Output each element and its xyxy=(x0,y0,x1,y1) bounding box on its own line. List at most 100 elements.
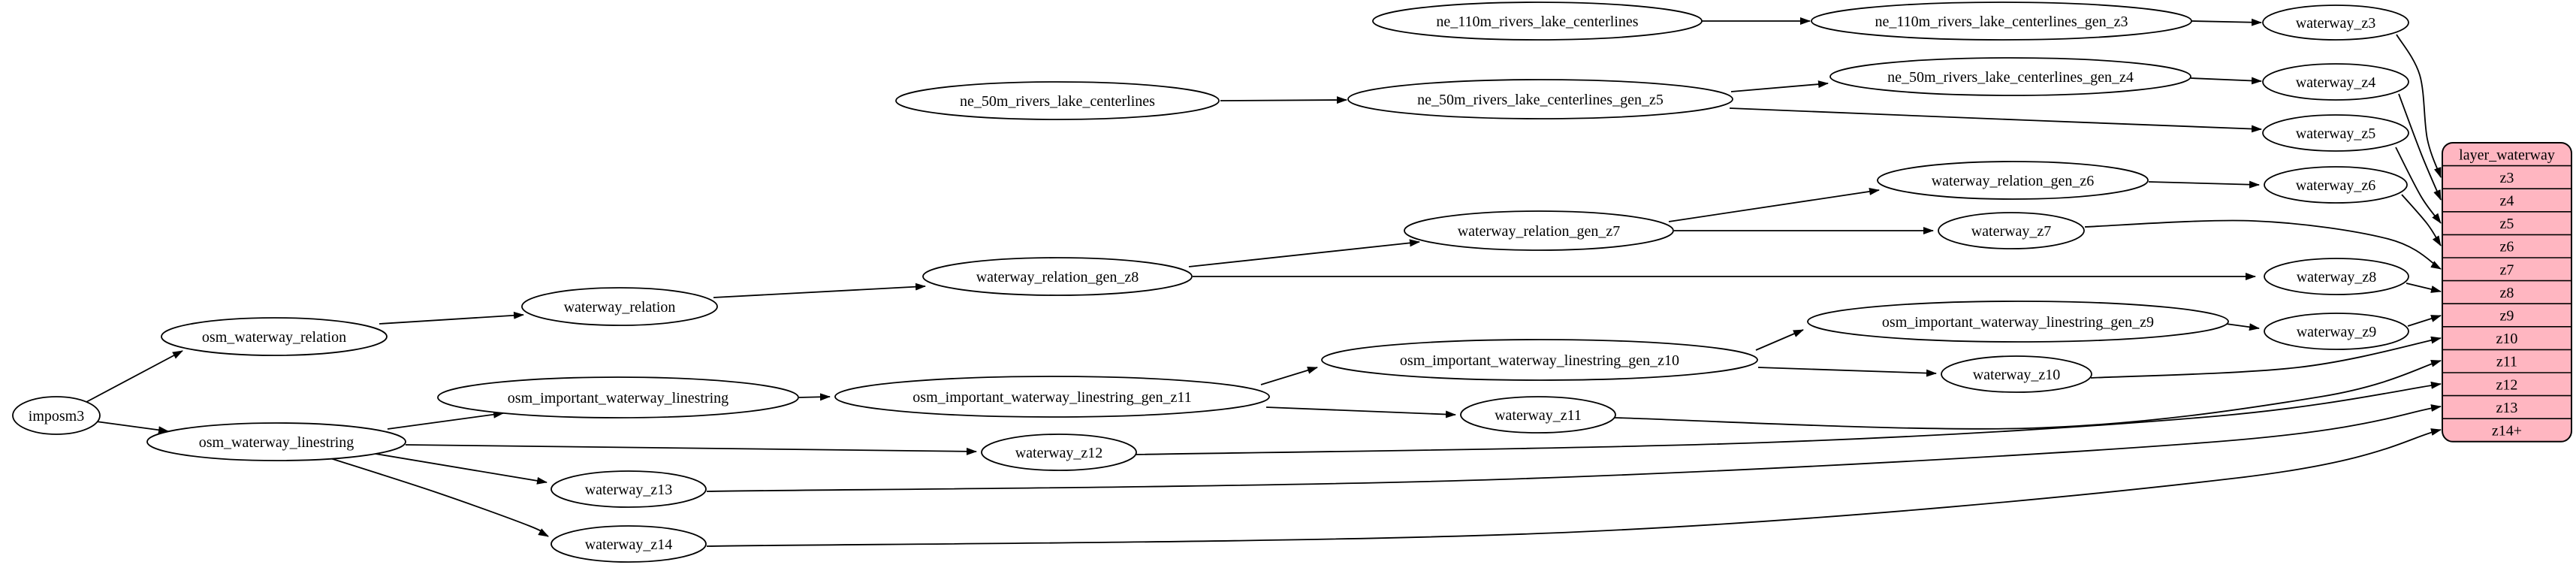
node-ellipse xyxy=(1829,57,2191,96)
node-waterway_z14: waterway_z14 xyxy=(550,525,707,563)
table-row-z11: z11 xyxy=(2496,354,2517,370)
node-label: waterway_relation_gen_z6 xyxy=(1932,173,2095,189)
node-ellipse xyxy=(2264,166,2408,204)
node-imposm3: imposm3 xyxy=(12,396,101,435)
node-waterway_relation_gen_z8: waterway_relation_gen_z8 xyxy=(922,257,1193,296)
node-ellipse xyxy=(1372,2,1703,41)
node-ellipse xyxy=(2262,114,2409,152)
node-ellipse xyxy=(1347,79,1733,119)
node-ellipse xyxy=(550,525,707,563)
table-row-z6: z6 xyxy=(2500,239,2514,255)
table-row-z8: z8 xyxy=(2500,285,2514,301)
node-osm_important_waterway_linestring_gen_z11: osm_important_waterway_linestring_gen_z1… xyxy=(834,376,1270,418)
node-ne_110m_rivers_lake_centerlines: ne_110m_rivers_lake_centerlines xyxy=(1372,2,1703,41)
node-waterway_z7: waterway_z7 xyxy=(1938,212,2085,249)
table-row-z3: z3 xyxy=(2500,170,2514,186)
node-ellipse xyxy=(1460,396,1616,434)
node-ne_50m_rivers_lake_centerlines: ne_50m_rivers_lake_centerlines xyxy=(895,81,1220,120)
node-label: osm_important_waterway_linestring xyxy=(508,390,728,406)
edge-imposm3-to-osm_waterway_linestring xyxy=(95,421,169,434)
table-row-z14+: z14+ xyxy=(2492,423,2522,440)
node-ellipse xyxy=(550,470,707,508)
edge-waterway_z8-to-layer_waterway.z8 xyxy=(2406,282,2442,293)
edge-waterway_z4-to-layer_waterway.z4 xyxy=(2398,93,2442,201)
edge-waterway_z7-to-layer_waterway.z7 xyxy=(2084,219,2442,270)
node-ellipse xyxy=(2264,258,2409,295)
edge-imposm3-to-osm_waterway_relation xyxy=(86,350,183,403)
node-label: ne_50m_rivers_lake_centerlines_gen_z4 xyxy=(1887,69,2134,86)
node-label: waterway_z9 xyxy=(2297,324,2377,340)
node-label: ne_50m_rivers_lake_centerlines xyxy=(960,93,1155,110)
node-label: osm_important_waterway_linestring_gen_z1… xyxy=(912,389,1191,406)
edge-ne_50m_rivers_lake_centerlines-to-ne_50m_rivers_lake_centerlines_gen_z5 xyxy=(1220,96,1347,104)
node-osm_important_waterway_linestring_gen_z9: osm_important_waterway_linestring_gen_z9 xyxy=(1807,301,2229,343)
table-row-z4: z4 xyxy=(2500,193,2514,210)
edge-osm_important_waterway_linestring_gen_z10-to-waterway_z10 xyxy=(1757,367,1937,377)
node-ellipse xyxy=(981,434,1137,471)
node-label: waterway_z8 xyxy=(2297,269,2377,286)
node-label: waterway_z6 xyxy=(2296,177,2376,194)
node-ellipse xyxy=(12,396,101,435)
edge-waterway_relation_gen_z7-to-waterway_relation_gen_z6 xyxy=(1668,187,1880,222)
edge-ne_50m_rivers_lake_centerlines_gen_z5-to-waterway_z5 xyxy=(1729,107,2262,133)
node-label: waterway_relation_gen_z7 xyxy=(1458,223,1621,240)
node-waterway_relation_gen_z7: waterway_relation_gen_z7 xyxy=(1404,210,1674,251)
node-label: imposm3 xyxy=(29,408,84,425)
edge-waterway_z11-to-layer_waterway.z11 xyxy=(1614,359,2442,430)
table-row-z13: z13 xyxy=(2496,400,2518,416)
node-ne_50m_rivers_lake_centerlines_gen_z4: ne_50m_rivers_lake_centerlines_gen_z4 xyxy=(1829,57,2191,96)
node-label: waterway_z13 xyxy=(585,482,673,498)
node-osm_waterway_linestring: osm_waterway_linestring xyxy=(146,422,406,461)
node-label: waterway_z3 xyxy=(2296,15,2376,32)
node-label: ne_50m_rivers_lake_centerlines_gen_z5 xyxy=(1417,92,1664,108)
edge-osm_important_waterway_linestring_gen_z9-to-waterway_z9 xyxy=(2225,323,2260,331)
node-label: waterway_z14 xyxy=(585,536,673,553)
node-waterway_z9: waterway_z9 xyxy=(2264,313,2409,350)
node-ellipse xyxy=(2262,5,2409,41)
edge-osm_waterway_linestring-to-waterway_z14 xyxy=(330,458,549,537)
node-waterway_z6: waterway_z6 xyxy=(2264,166,2408,204)
node-waterway_z3: waterway_z3 xyxy=(2262,5,2409,41)
edge-waterway_z14-to-layer_waterway.z14+ xyxy=(706,428,2442,547)
node-ellipse xyxy=(2264,313,2409,350)
node-osm_important_waterway_linestring_gen_z10: osm_important_waterway_linestring_gen_z1… xyxy=(1321,339,1758,381)
node-ellipse xyxy=(922,257,1193,296)
node-osm_waterway_relation: osm_waterway_relation xyxy=(161,317,388,356)
node-ellipse xyxy=(1807,301,2229,343)
node-label: ne_110m_rivers_lake_centerlines_gen_z3 xyxy=(1875,14,2128,30)
node-label: waterway_z5 xyxy=(2296,125,2376,142)
node-ellipse xyxy=(1938,212,2085,249)
node-label: osm_important_waterway_linestring_gen_z9 xyxy=(1882,314,2154,331)
node-ellipse xyxy=(895,81,1220,120)
table-row-z12: z12 xyxy=(2496,376,2518,393)
node-ellipse xyxy=(1811,2,2192,41)
node-ne_50m_rivers_lake_centerlines_gen_z5: ne_50m_rivers_lake_centerlines_gen_z5 xyxy=(1347,79,1733,119)
node-ellipse xyxy=(437,376,799,418)
table-row-z9: z9 xyxy=(2500,308,2514,325)
edge-osm_waterway_linestring-to-osm_important_waterway_linestring xyxy=(387,410,504,430)
edge-osm_important_waterway_linestring_gen_z11-to-osm_important_waterway_linestring_gen_z10 xyxy=(1260,367,1318,385)
edge-waterway_z5-to-layer_waterway.z5 xyxy=(2395,147,2442,224)
node-waterway_z8: waterway_z8 xyxy=(2264,258,2409,295)
node-osm_important_waterway_linestring: osm_important_waterway_linestring xyxy=(437,376,799,418)
table-title: layer_waterway xyxy=(2459,147,2555,163)
node-ellipse xyxy=(161,317,388,356)
node-ellipse xyxy=(2262,63,2409,101)
node-waterway_relation_gen_z6: waterway_relation_gen_z6 xyxy=(1877,161,2149,200)
edge-waterway_z10-to-layer_waterway.z10 xyxy=(2090,336,2442,379)
node-label: waterway_relation xyxy=(564,299,676,316)
edge-waterway_z13-to-layer_waterway.z13 xyxy=(706,404,2442,492)
edge-waterway_relation-to-waterway_relation_gen_z8 xyxy=(713,282,926,298)
node-label: osm_waterway_linestring xyxy=(199,434,354,451)
node-waterway_z10: waterway_z10 xyxy=(1941,355,2092,393)
table-layer-waterway: layer_waterwayz3z4z5z6z7z8z9z10z11z12z13… xyxy=(2442,142,2572,443)
node-label: osm_important_waterway_linestring_gen_z1… xyxy=(1400,352,1679,369)
node-ellipse xyxy=(521,287,718,326)
edge-ne_50m_rivers_lake_centerlines_gen_z4-to-waterway_z4 xyxy=(2190,77,2262,85)
node-label: waterway_z4 xyxy=(2296,74,2376,91)
node-label: waterway_z11 xyxy=(1495,407,1582,424)
table-row-z10: z10 xyxy=(2496,331,2518,347)
edge-osm_important_waterway_linestring_gen_z11-to-waterway_z11 xyxy=(1265,406,1456,418)
node-ellipse xyxy=(1404,210,1674,251)
